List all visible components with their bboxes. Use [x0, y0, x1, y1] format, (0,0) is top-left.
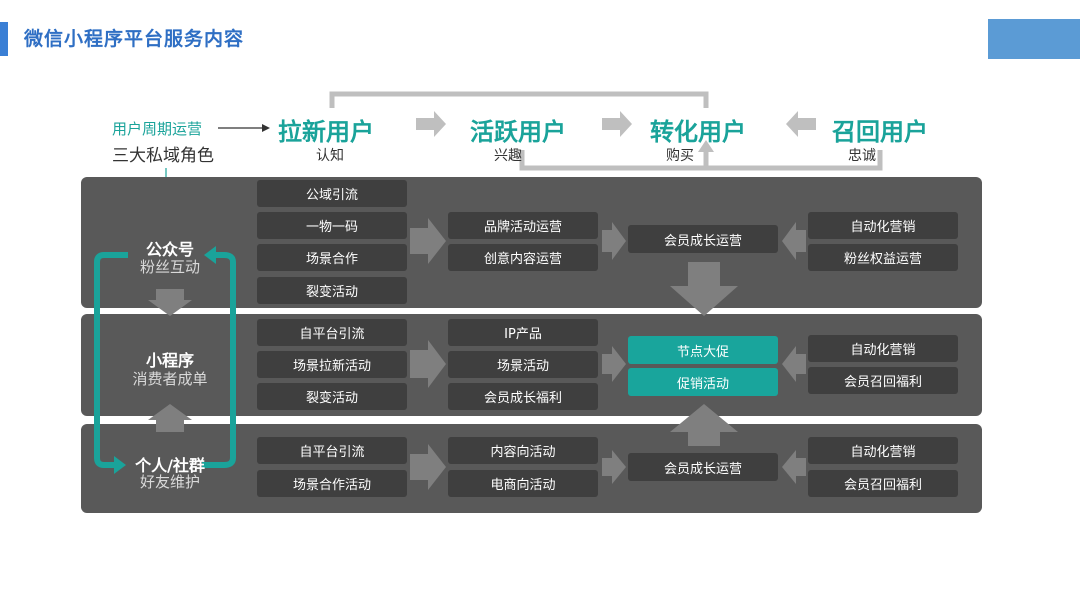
row3-col2-item: 电商向活动: [448, 470, 598, 497]
stage-activate: 活跃用户: [470, 118, 566, 146]
role-personal-group-sub: 好友维护: [139, 473, 200, 491]
role-personal-group-title: 个人/社群: [135, 456, 205, 475]
stage-acquire: 拉新用户: [278, 118, 374, 146]
role-mini-program-title: 小程序: [145, 351, 194, 370]
stage-convert-sub: 购买: [666, 148, 694, 164]
row2-col4-item: 会员召回福利: [808, 367, 958, 394]
row1-col1-item: 裂变活动: [257, 277, 407, 304]
row1-col1-item: 一物一码: [257, 212, 407, 239]
role-official-account-title: 公众号: [145, 240, 194, 259]
row3-col4-item: 会员召回福利: [808, 470, 958, 497]
row2-col1-item: 裂变活动: [257, 383, 407, 410]
row1-col3-item: 会员成长运营: [628, 225, 778, 253]
row2-col1-item: 自平台引流: [257, 319, 407, 346]
stage-activate-sub: 兴趣: [494, 148, 522, 164]
row1-col1-item: 场景合作: [257, 244, 407, 271]
row1-col2-item: 创意内容运营: [448, 244, 598, 271]
arrow-right-1: [416, 111, 446, 137]
row2-col3-highlight: 节点大促: [628, 336, 778, 364]
role-mini-program-sub: 消费者成单: [132, 370, 208, 388]
roles-label: 三大私域角色: [112, 146, 214, 166]
row1-col4-item: 自动化营销: [808, 212, 958, 239]
row2-col2-item: 场景活动: [448, 351, 598, 378]
row3-col4-item: 自动化营销: [808, 437, 958, 464]
row2-col1-item: 场景拉新活动: [257, 351, 407, 378]
page-title: 微信小程序平台服务内容: [24, 28, 245, 50]
title-accent-bar: [0, 22, 8, 56]
row1-col2-item: 品牌活动运营: [448, 212, 598, 239]
row2-col3-highlight: 促销活动: [628, 368, 778, 396]
stage-convert: 转化用户: [650, 118, 746, 146]
row3-col1-item: 场景合作活动: [257, 470, 407, 497]
row2-col2-item: IP产品: [448, 319, 598, 346]
row2-col4-item: 自动化营销: [808, 335, 958, 362]
row3-col2-item: 内容向活动: [448, 437, 598, 464]
row1-col4-item: 粉丝权益运营: [808, 244, 958, 271]
row3-col3-item: 会员成长运营: [628, 453, 778, 481]
stage-acquire-sub: 认知: [316, 148, 344, 164]
cycle-label: 用户周期运营: [112, 120, 203, 138]
stage-recall: 召回用户: [832, 118, 928, 146]
row1-col1-item: 公域引流: [257, 180, 407, 207]
arrow-right-2: [602, 111, 632, 137]
row3-col1-item: 自平台引流: [257, 437, 407, 464]
stage-recall-sub: 忠诚: [848, 148, 876, 164]
arrow-left-3: [786, 111, 816, 137]
row2-col2-item: 会员成长福利: [448, 383, 598, 410]
role-official-account-sub: 粉丝互动: [139, 258, 200, 276]
corner-decoration: [988, 19, 1080, 59]
